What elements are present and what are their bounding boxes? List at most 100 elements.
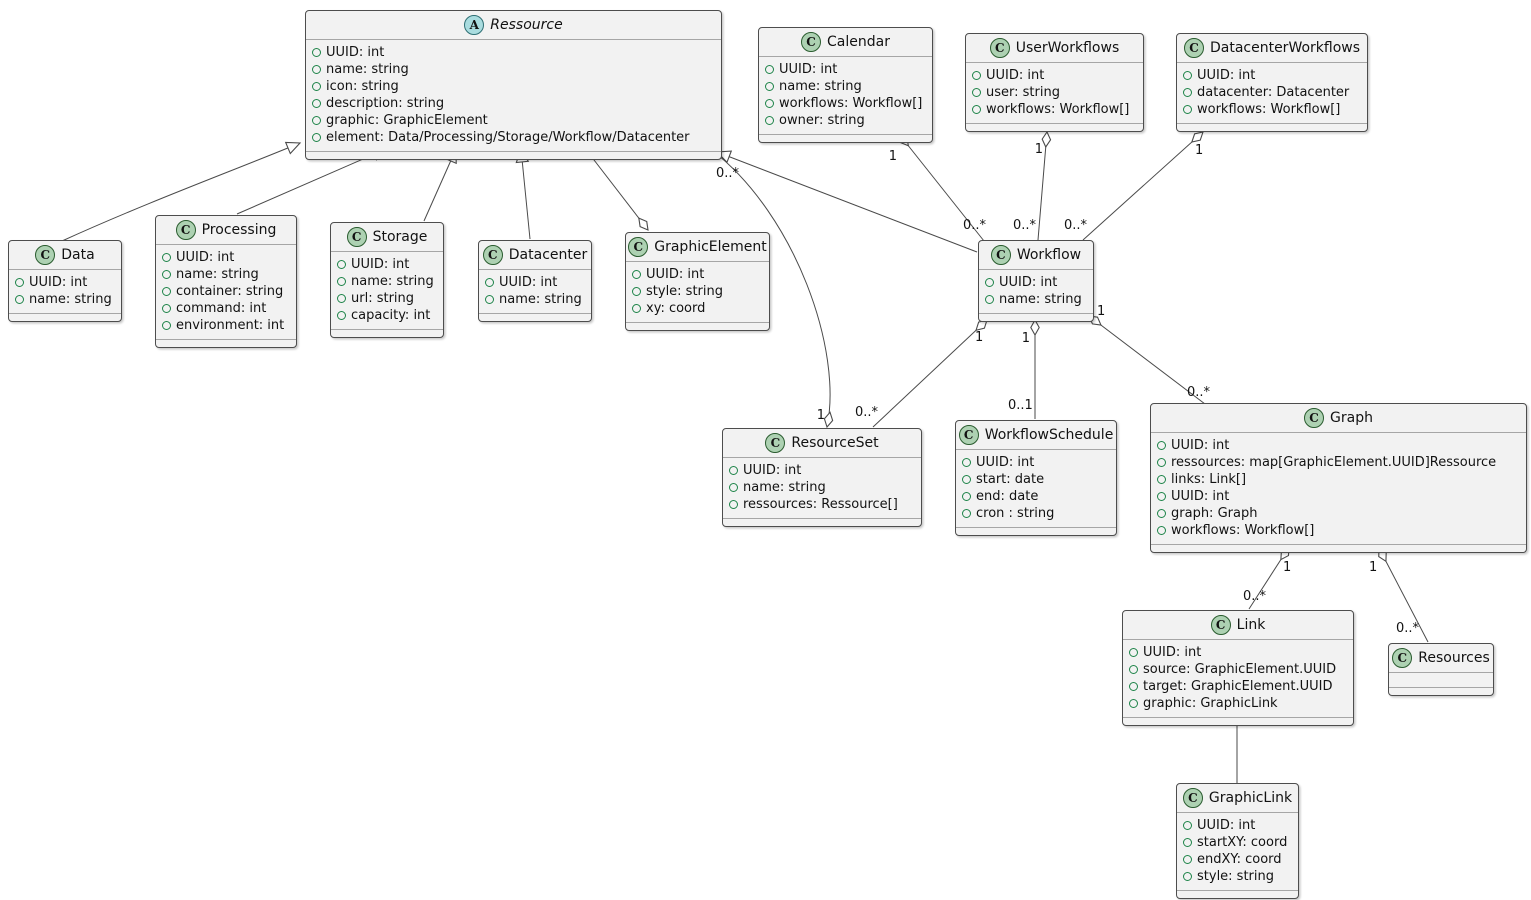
multiplicity-label: 0..*: [1013, 218, 1037, 233]
field-visibility-icon: [1183, 838, 1192, 847]
methods-compartment: [1177, 890, 1298, 898]
field-visibility-icon: [729, 500, 738, 509]
attribute-text: style: string: [1197, 869, 1275, 884]
attribute-row: UUID: int: [485, 274, 584, 291]
field-visibility-icon: [765, 65, 774, 74]
attribute-row: style: string: [1183, 868, 1291, 885]
field-visibility-icon: [972, 88, 981, 97]
field-visibility-icon: [1157, 441, 1166, 450]
attribute-row: workflows: Workflow[]: [1157, 522, 1519, 539]
field-visibility-icon: [962, 458, 971, 467]
class-title: C WorkflowSchedule: [956, 421, 1116, 450]
class-icon: C: [628, 237, 649, 257]
attribute-row: ressources: map[GraphicElement.UUID]Ress…: [1157, 454, 1519, 471]
attributes-list: [1389, 673, 1493, 687]
methods-compartment: [331, 329, 443, 337]
class-name: GraphicLink: [1208, 790, 1293, 806]
field-visibility-icon: [985, 295, 994, 304]
field-visibility-icon: [632, 304, 641, 313]
edge-datacenter-extends-ressource: [515, 147, 531, 240]
field-visibility-icon: [485, 295, 494, 304]
attribute-text: target: GraphicElement.UUID: [1143, 679, 1333, 694]
edge-resourceset-aggregates-ressource: [712, 150, 834, 429]
class-name: Graph: [1330, 410, 1373, 426]
class-box-resources: C Resources: [1388, 643, 1494, 696]
attribute-text: graph: Graph: [1171, 506, 1258, 521]
multiplicity-label: 1: [975, 330, 983, 345]
multiplicity-label: 1: [1035, 142, 1043, 157]
class-icon: C: [1183, 38, 1204, 58]
class-icon: C: [801, 32, 822, 52]
methods-compartment: [1389, 687, 1493, 695]
class-name: GraphicElement: [654, 239, 767, 255]
attribute-text: ressources: map[GraphicElement.UUID]Ress…: [1171, 455, 1497, 470]
attribute-text: xy: coord: [646, 301, 706, 316]
multiplicity-label: 0..*: [1396, 621, 1420, 636]
field-visibility-icon: [729, 466, 738, 475]
class-title: C UserWorkflows: [966, 34, 1143, 63]
attribute-text: description: string: [326, 96, 445, 111]
field-visibility-icon: [15, 295, 24, 304]
attribute-row: style: string: [632, 283, 762, 300]
field-visibility-icon: [162, 321, 171, 330]
field-visibility-icon: [1183, 71, 1192, 80]
class-icon: C: [1182, 788, 1203, 808]
attribute-row: source: GraphicElement.UUID: [1129, 661, 1346, 678]
field-visibility-icon: [162, 270, 171, 279]
field-visibility-icon: [312, 48, 321, 57]
methods-compartment: [156, 339, 296, 347]
attribute-row: links: Link[]: [1157, 471, 1519, 488]
multiplicity-label: 0..1: [1008, 398, 1033, 413]
class-title: C Workflow: [979, 241, 1093, 270]
class-title: C GraphicLink: [1177, 784, 1298, 813]
attribute-row: graphic: GraphicLink: [1129, 695, 1346, 712]
attribute-text: name: string: [351, 274, 434, 289]
attribute-row: UUID: int: [962, 454, 1109, 471]
attribute-text: graphic: GraphicElement: [326, 113, 488, 128]
attribute-text: workflows: Workflow[]: [1171, 523, 1315, 538]
attribute-row: name: string: [15, 291, 114, 308]
methods-compartment: [1151, 544, 1526, 552]
class-name: Datacenter: [508, 247, 588, 263]
field-visibility-icon: [1129, 699, 1138, 708]
field-visibility-icon: [1183, 872, 1192, 881]
class-name: WorkflowSchedule: [984, 427, 1114, 443]
attribute-text: endXY: coord: [1197, 852, 1282, 867]
attribute-text: workflows: Workflow[]: [1197, 102, 1341, 117]
attribute-row: UUID: int: [1183, 817, 1291, 834]
multiplicity-label: 0..*: [1064, 218, 1088, 233]
field-visibility-icon: [765, 82, 774, 91]
field-visibility-icon: [729, 483, 738, 492]
attribute-text: source: GraphicElement.UUID: [1143, 662, 1337, 677]
attribute-text: workflows: Workflow[]: [986, 102, 1130, 117]
field-visibility-icon: [337, 260, 346, 269]
field-visibility-icon: [1183, 855, 1192, 864]
attribute-row: command: int: [162, 300, 289, 317]
attribute-row: UUID: int: [162, 249, 289, 266]
edge-graphicelement-aggregates-ressource: [583, 146, 649, 231]
attribute-text: datacenter: Datacenter: [1197, 85, 1350, 100]
attribute-row: description: string: [312, 95, 714, 112]
class-name: Ressource: [490, 17, 563, 33]
class-title: A Ressource: [306, 11, 721, 40]
attribute-text: UUID: int: [1171, 438, 1230, 453]
attribute-text: UUID: int: [743, 463, 802, 478]
class-icon: C: [1392, 648, 1413, 668]
field-visibility-icon: [1157, 475, 1166, 484]
attribute-text: ressources: Ressource[]: [743, 497, 898, 512]
attribute-text: name: string: [779, 79, 862, 94]
